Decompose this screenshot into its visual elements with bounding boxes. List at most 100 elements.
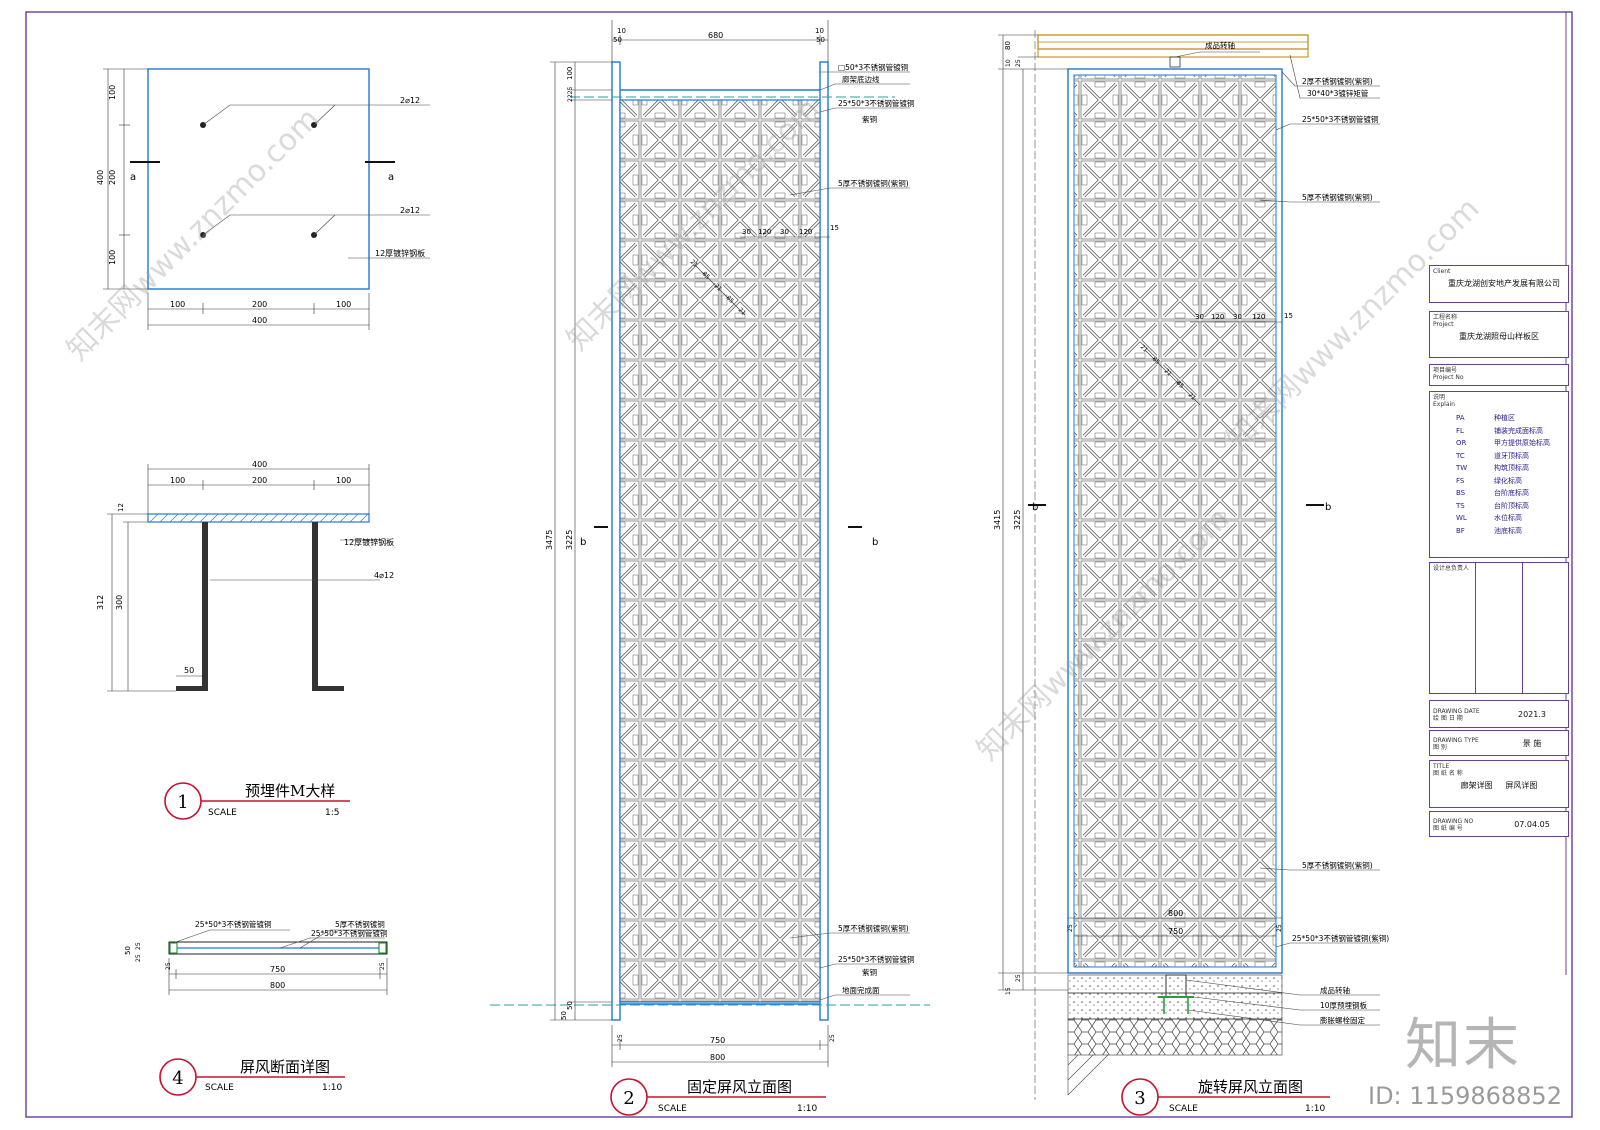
rotating-bottom-dim1: 750	[1168, 927, 1183, 936]
fixed-pattern-dim0: 30	[742, 228, 751, 236]
screen-section	[168, 929, 388, 995]
drawing-type: 景 施	[1522, 738, 1542, 748]
fixed-left-dim2: 3475	[545, 530, 554, 550]
brand-id: ID: 1159868852	[1368, 1082, 1562, 1110]
title-block-date: DRAWING DATE 绘 图 日 期 2021.3	[1429, 700, 1569, 728]
drawing-title-text-2: 固定屏风立面图	[687, 1078, 792, 1096]
section-dim-side0: 12	[117, 503, 125, 512]
screen-section-label-c: 25*50*3不锈钢管镀铜	[311, 928, 387, 938]
drawing-title-4	[159, 1058, 345, 1096]
rotating-diag-dim1: 85	[1151, 355, 1161, 365]
title-label: TITLE 图 纸 名 称	[1433, 763, 1463, 777]
drawing-title-text-4: 屏风断面详图	[240, 1058, 330, 1076]
rotating-bottom-dim2: 25	[1067, 924, 1074, 932]
embed-plate-plan	[103, 68, 430, 330]
project-no-label: 项目编号 Project No	[1433, 367, 1464, 381]
rotating-left-dim0: 80	[1004, 41, 1012, 50]
title-block-client: Client 重庆龙湖创安地产发展有限公司	[1429, 265, 1569, 303]
rotating-left-dim1: 10	[1005, 59, 1012, 67]
scale-value-1: 1:5	[325, 808, 339, 818]
rotating-note-4: 5厚不锈钢镀铜(紫铜)	[1302, 860, 1373, 870]
screen-section-dim-v2: 25	[135, 954, 142, 962]
fixed-section-mark-left: b	[580, 537, 586, 548]
scale-label-4: SCALE	[205, 1083, 234, 1093]
rotating-bottom-dim3: 25	[1276, 924, 1283, 932]
fixed-diag-dim4: 21	[737, 306, 747, 316]
rotating-note-3: 5厚不锈钢镀铜(紫铜)	[1302, 192, 1373, 202]
title-block-title: TITLE 图 纸 名 称 廊架详图 屏风详图	[1429, 760, 1569, 808]
fixed-top-dim3: 10	[815, 27, 824, 35]
type-label: DRAWING TYPE 图 别	[1433, 737, 1479, 751]
fixed-diag-dim0: 21	[689, 258, 699, 268]
title-block-project-no: 项目编号 Project No	[1429, 364, 1569, 386]
fixed-left-dim1: 2225	[567, 87, 574, 102]
plate-rebar-bottom: 2⌀12	[400, 206, 420, 215]
date-label: DRAWING DATE 绘 图 日 期	[1433, 708, 1480, 722]
drawing-date: 2021.3	[1518, 709, 1546, 719]
fixed-bottom-dim0: 25	[617, 1034, 624, 1042]
drawing-title-text-1: 预埋件M大样	[245, 782, 335, 800]
title-block-number: DRAWING NO 图 纸 编 号 07.04.05	[1429, 811, 1569, 837]
section-dim-top1: 100	[170, 476, 185, 485]
plate-dim-h1: 200	[252, 300, 267, 309]
fixed-note-5: 5厚不锈钢镀铜(紫铜)	[838, 923, 909, 933]
section-dim-top3: 100	[336, 476, 351, 485]
rotating-note-8: 膨胀螺栓固定	[1320, 1015, 1365, 1025]
rotating-screen-elevation	[998, 30, 1380, 1100]
fixed-top-dim2: 680	[708, 31, 723, 40]
title-block-designer: 设计总负责人	[1429, 562, 1569, 694]
scale-label-1: SCALE	[208, 808, 237, 818]
rotating-section-mark-left: b	[1032, 502, 1038, 513]
drawing-number-4: 4	[172, 1068, 183, 1089]
rotating-left-dim4: 3225	[1013, 510, 1022, 530]
rotating-pattern-dim1: 120	[1211, 313, 1224, 321]
project-name: 重庆龙湖照母山样板区	[1459, 332, 1539, 341]
fixed-section-mark-right: b	[872, 537, 878, 548]
rotating-note-6: 成品转轴	[1320, 985, 1350, 995]
client-label: Client	[1433, 268, 1451, 275]
section-dim-foot: 50	[184, 666, 194, 675]
fixed-note-0: □50*3不锈钢管镀铜	[838, 62, 908, 72]
fixed-note-8: 地面完成面	[842, 985, 880, 995]
fixed-pattern-dim2: 30	[780, 228, 789, 236]
screen-section-label-b: 5厚不锈钢镀铜	[335, 919, 385, 929]
title-block-project: 工程名称 Project 重庆龙湖照母山样板区	[1429, 311, 1569, 358]
fixed-left-dim0: 100	[566, 67, 574, 80]
section-dim-side1: 312	[96, 595, 105, 610]
rotating-pattern-dim3: 120	[1252, 313, 1265, 321]
drawing-number-2: 2	[623, 1088, 634, 1109]
rotating-diag-dim3: 85	[1175, 379, 1185, 389]
plate-dim-h0: 100	[170, 300, 185, 309]
rotating-diag-dim4: 21	[1187, 391, 1197, 401]
rotating-left-dim3: 3415	[993, 510, 1002, 530]
designer-label: 设计总负责人	[1433, 565, 1470, 572]
fixed-top-dim0: 10	[617, 27, 626, 35]
screen-section-dim2: 25	[165, 962, 172, 970]
drawing-number-3: 3	[1134, 1088, 1145, 1109]
fixed-top-dim1: 50	[613, 36, 622, 44]
fixed-note-3: 紫铜	[862, 114, 877, 124]
rotating-diag-dim2: 21	[1163, 367, 1173, 377]
section-plate-note: 12厚镀锌钢板	[344, 537, 394, 547]
rotating-pattern-dim2: 30	[1233, 313, 1242, 321]
fixed-note-4: 5厚不锈钢镀铜(紫铜)	[838, 178, 909, 188]
rotating-top-label: 成品转轴	[1205, 40, 1235, 50]
scale-value-2: 1:10	[797, 1104, 817, 1114]
rotating-left-dim6: 15	[1005, 987, 1012, 995]
screen-section-dim0: 750	[270, 965, 285, 974]
screen-section-dim3: 25	[379, 962, 386, 970]
title-block-type: DRAWING TYPE 图 别 景 施	[1429, 730, 1569, 756]
plate-dim-h2: 100	[336, 300, 351, 309]
fixed-bottom-dim3: 800	[710, 1053, 725, 1062]
fixed-diag-dim3: 85	[725, 294, 735, 304]
fixed-note-1: 廊架底边线	[842, 74, 880, 84]
